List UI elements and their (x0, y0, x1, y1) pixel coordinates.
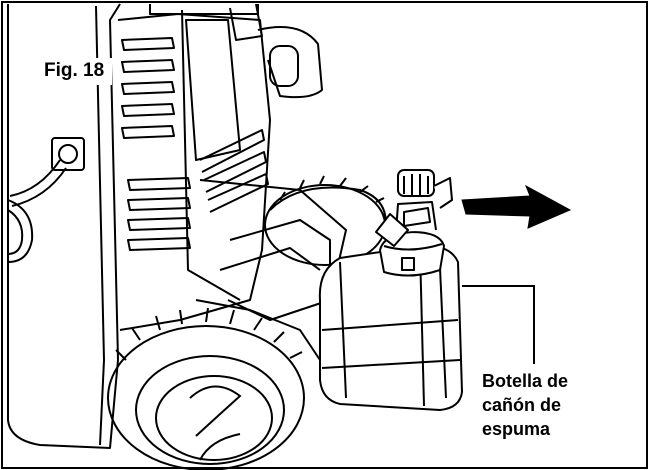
callout-line-3: espuma (482, 419, 551, 439)
hose-coils (7, 199, 34, 263)
adjustment-knob (397, 169, 435, 197)
foam-cannon-bottle (318, 244, 463, 411)
foam-cannon-head (375, 169, 453, 277)
callout-line-1: Botella de (482, 371, 569, 391)
cord-hook (269, 45, 299, 87)
callout-leader-line (462, 285, 535, 364)
vent-louvers-upper (121, 37, 175, 139)
callout-foam-cannon-bottle: Botella de cañón de espuma (482, 369, 568, 441)
callout-line-2: cañón de (482, 395, 562, 415)
vent-louvers-side (199, 129, 269, 213)
vent-louvers-lower (127, 177, 191, 251)
direction-arrow (461, 184, 572, 229)
rear-wheel (264, 175, 387, 266)
cord-socket (51, 137, 85, 171)
figure-label: Fig. 18 (36, 58, 113, 85)
power-cord (9, 159, 61, 197)
front-wheel (107, 307, 305, 470)
